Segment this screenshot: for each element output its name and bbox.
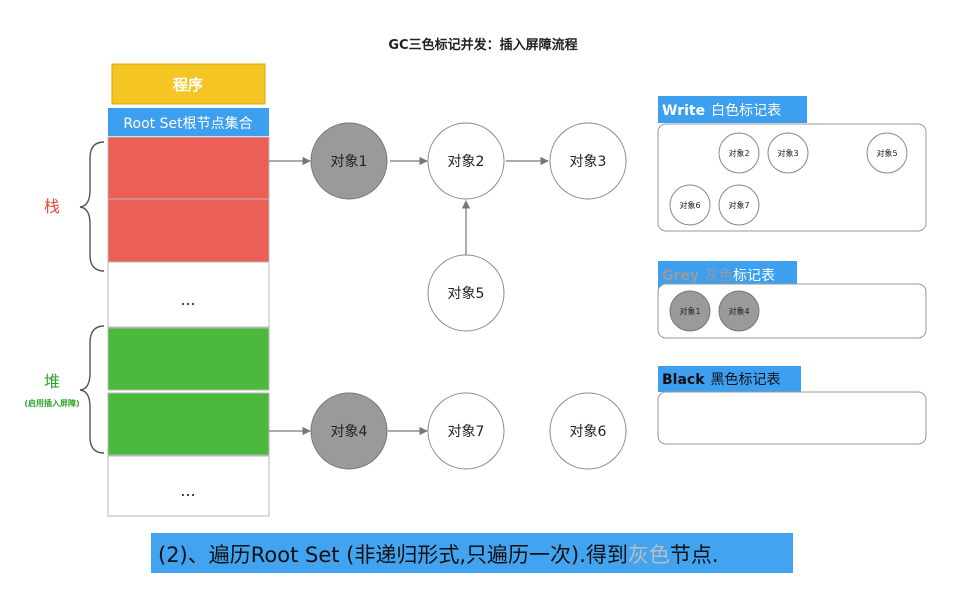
node-obj5 <box>427 254 505 332</box>
caption-suffix: 节点. <box>670 543 719 567</box>
heap-label: 堆 <box>44 372 60 391</box>
stack-ellipsis: ... <box>180 290 195 309</box>
black-table-title: Black 黑色标记表 <box>662 371 781 388</box>
grey-table-title-suffix: 标记表 <box>733 268 775 284</box>
heap-slot-1 <box>107 327 270 391</box>
node-obj1-label: 对象1 <box>331 154 368 170</box>
stack-slot-empty <box>107 261 270 328</box>
program-label: 程序 <box>173 76 203 94</box>
white-table-title: Write 白色标记表 <box>662 102 781 119</box>
black-table-title-color: 黑色 <box>711 371 739 388</box>
black-table-title-en: Black <box>662 372 705 388</box>
white-item-obj2-label: 对象2 <box>728 148 749 158</box>
node-obj4 <box>310 392 388 470</box>
caption-bar <box>151 533 793 573</box>
grey-item-obj1 <box>669 290 711 332</box>
grey-table-title-color: 灰色 <box>705 267 733 284</box>
node-obj7-label: 对象7 <box>448 424 485 440</box>
white-table-title-en: Write <box>662 103 705 119</box>
caption-text: (2)、遍历Root Set (非递归形式,只遍历一次).得到灰色节点. <box>158 543 719 567</box>
heap-ellipsis: ... <box>180 481 195 500</box>
diagram-title: GC三色标记并发：插入屏障流程 <box>388 37 577 53</box>
node-obj3 <box>549 122 627 200</box>
white-item-obj7-label: 对象7 <box>728 200 749 210</box>
node-obj6 <box>549 392 627 470</box>
program-box <box>111 63 266 105</box>
white-item-obj5 <box>866 132 908 174</box>
caption-prefix: (2)、遍历Root Set (非递归形式,只遍历一次).得到 <box>158 543 628 567</box>
white-table-title-suffix: 标记表 <box>739 103 781 119</box>
black-table-box <box>657 391 927 445</box>
node-obj2-label: 对象2 <box>448 154 485 170</box>
grey-item-obj1-label: 对象1 <box>679 306 700 316</box>
white-item-obj3-label: 对象3 <box>777 148 798 158</box>
node-obj5-label: 对象5 <box>448 286 485 302</box>
heap-brace <box>79 325 105 454</box>
heap-note: (启用插入屏障) <box>24 398 79 408</box>
white-item-obj3 <box>767 132 809 174</box>
black-table-title-suffix: 标记表 <box>739 372 781 388</box>
stack-label: 栈 <box>44 197 60 216</box>
node-obj3-label: 对象3 <box>570 154 607 170</box>
root-set-header <box>108 108 269 136</box>
node-obj2 <box>427 122 505 200</box>
stack-slot-2 <box>107 198 270 263</box>
node-obj6-label: 对象6 <box>570 424 607 440</box>
node-obj4-label: 对象4 <box>331 424 368 440</box>
white-item-obj6-label: 对象6 <box>679 200 700 210</box>
white-item-obj2 <box>718 132 760 174</box>
node-obj1 <box>310 122 388 200</box>
white-table-header <box>658 96 807 123</box>
heap-slot-empty <box>107 455 270 517</box>
black-table-header <box>658 366 801 392</box>
grey-item-obj4 <box>718 290 760 332</box>
root-set-label: Root Set根节点集合 <box>123 115 252 132</box>
grey-item-obj4-label: 对象4 <box>728 306 749 316</box>
grey-table-title: Grey 灰色标记表 <box>662 267 775 284</box>
caption-highlight: 灰色 <box>628 543 670 567</box>
white-item-obj5-label: 对象5 <box>876 148 897 158</box>
node-obj7 <box>427 392 505 470</box>
white-item-obj6 <box>669 184 711 226</box>
white-item-obj7 <box>718 184 760 226</box>
heap-slot-2 <box>107 392 270 456</box>
stack-slot-1 <box>107 136 270 200</box>
stack-brace <box>79 141 105 272</box>
grey-table-title-en: Grey <box>662 268 699 284</box>
white-table-title-color: 白色 <box>711 102 739 119</box>
